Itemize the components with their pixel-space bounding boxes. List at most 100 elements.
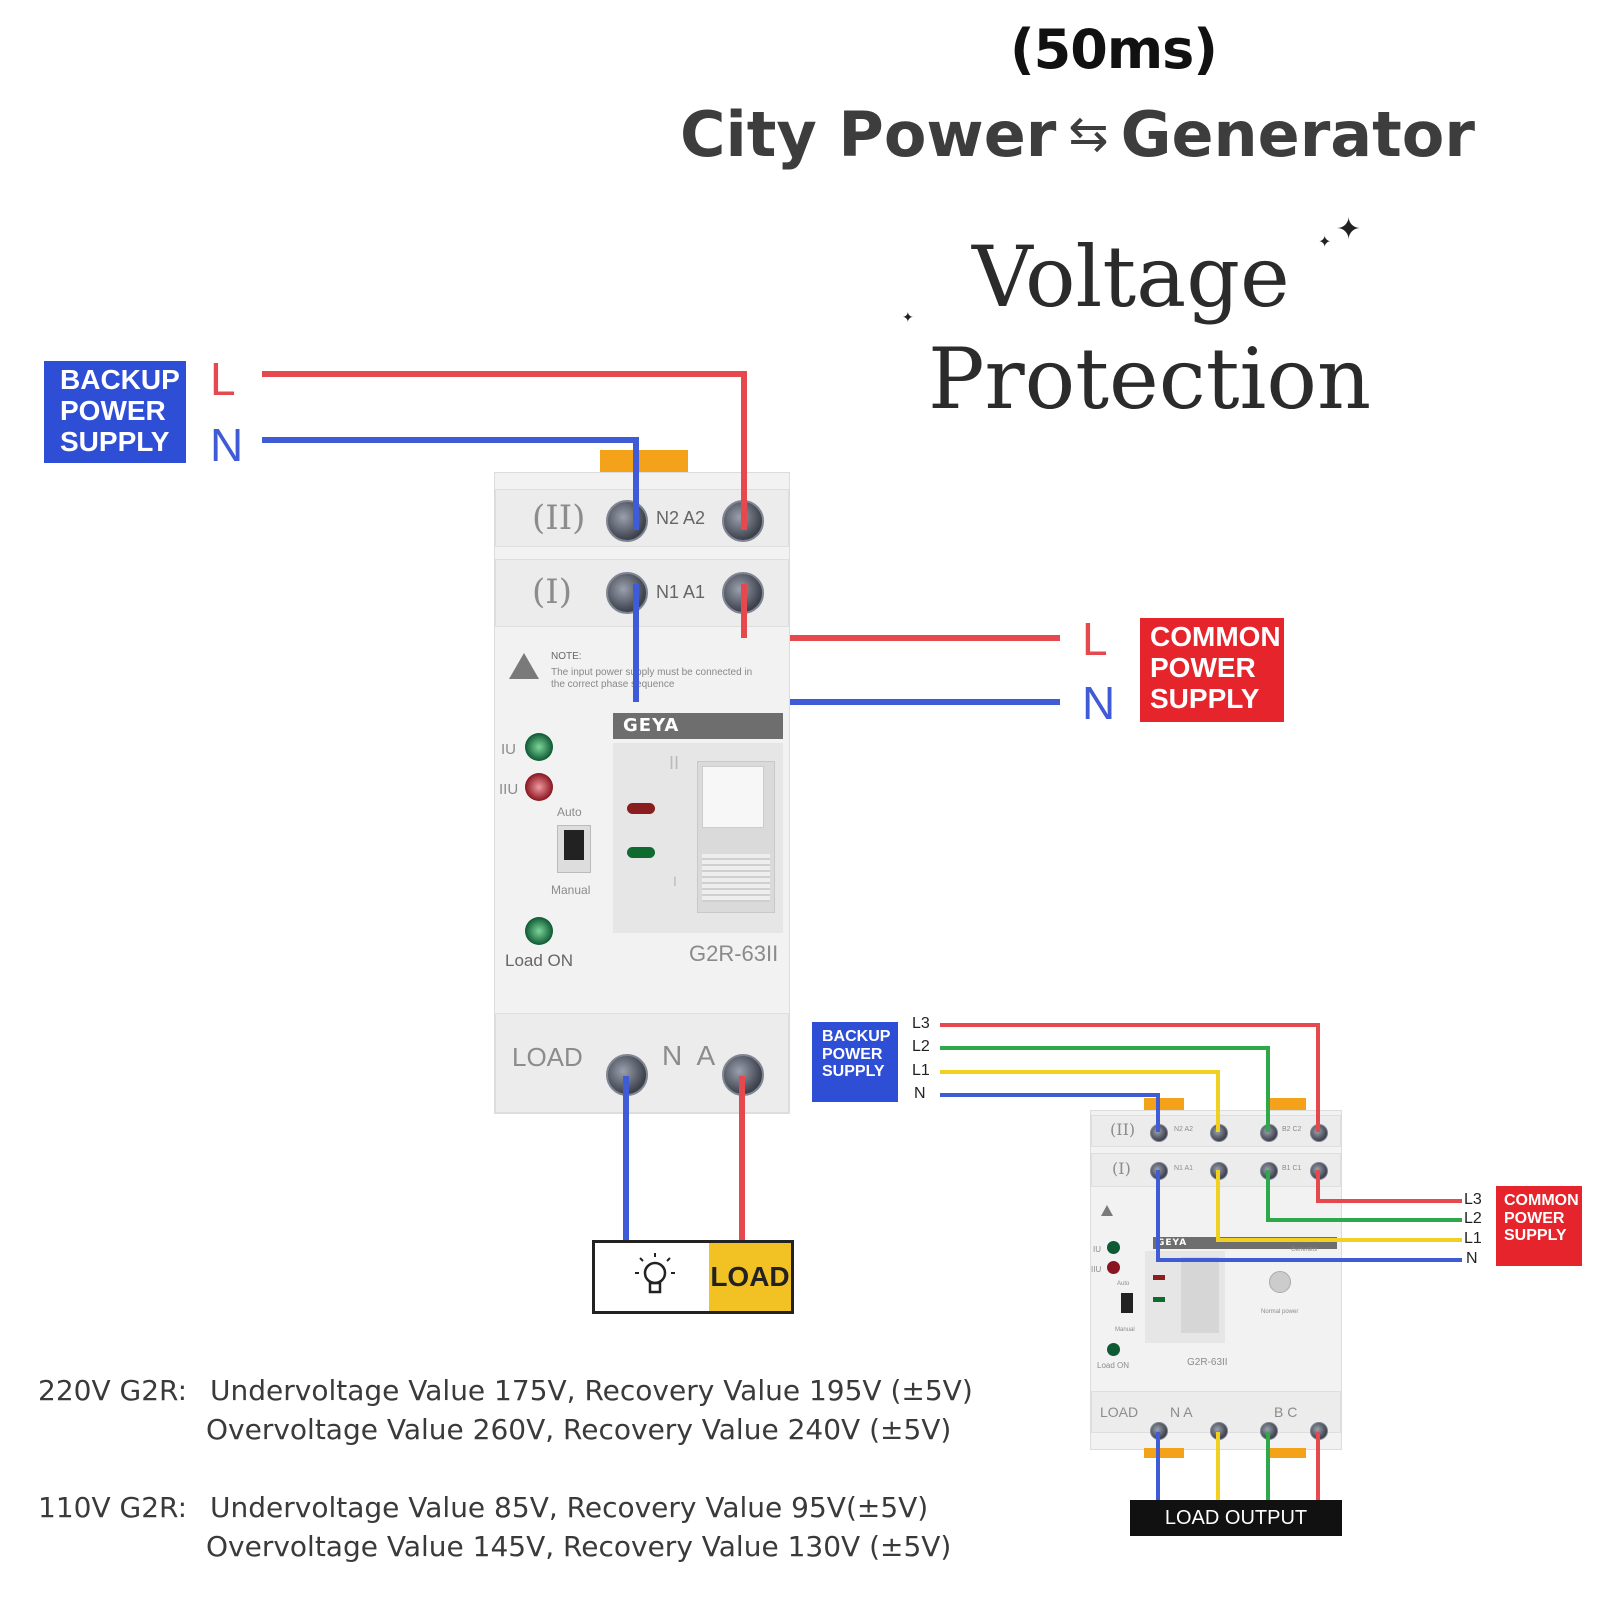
tp-terminal-C2[interactable] bbox=[1310, 1124, 1328, 1142]
terminal-load-A[interactable] bbox=[722, 1054, 764, 1096]
load-output-label: LOAD OUTPUT bbox=[1130, 1500, 1342, 1536]
tp-row1-terms-a: N1 A1 bbox=[1174, 1165, 1194, 1172]
tp-row1-mark: (I) bbox=[1112, 1159, 1131, 1178]
common-N-label: N bbox=[1082, 677, 1116, 729]
terminal-N2[interactable] bbox=[606, 500, 648, 542]
switch-handle[interactable] bbox=[697, 761, 775, 913]
indicator-2-led bbox=[525, 773, 553, 801]
tp-load-on-led bbox=[1107, 1343, 1120, 1356]
sparkle-icon: ✦ bbox=[1318, 232, 1332, 251]
din-clip bbox=[600, 450, 688, 472]
tp-din-clip-3 bbox=[1144, 1448, 1184, 1458]
tp-indicator-2-led bbox=[1107, 1261, 1120, 1274]
terminal-N1[interactable] bbox=[606, 572, 648, 614]
tp-din-clip-2 bbox=[1266, 1098, 1306, 1110]
model-label: G2R-63II bbox=[689, 941, 779, 966]
indicator-2-label: IIU bbox=[499, 781, 519, 798]
switch-time: (50ms) bbox=[1010, 18, 1218, 81]
load-row-label: LOAD bbox=[512, 1042, 583, 1072]
row1-terminal-labels: N1 A1 bbox=[656, 582, 706, 602]
tp-warning-icon bbox=[1101, 1205, 1113, 1216]
tp-row2-mark: (II) bbox=[1110, 1120, 1136, 1139]
warning-icon bbox=[509, 653, 539, 679]
auto-manual-switch[interactable] bbox=[557, 825, 591, 873]
load-row-terminal-labels: N A bbox=[662, 1040, 720, 1071]
tp-indicator-1-label: IU bbox=[1093, 1245, 1101, 1254]
terminal-A2[interactable] bbox=[722, 500, 764, 542]
load-on-label: Load ON bbox=[505, 951, 574, 970]
tp-terminal-load-N[interactable] bbox=[1150, 1422, 1168, 1440]
mode-manual-label: Manual bbox=[551, 883, 591, 897]
backup-power-supply-label: BACKUP POWER SUPPLY bbox=[44, 361, 186, 463]
backup-N-label: N bbox=[210, 419, 244, 471]
handle-mark-top: II bbox=[669, 753, 680, 773]
note-text-1: The input power supply must be connected… bbox=[551, 667, 753, 678]
tp-common-L1: L1 bbox=[1464, 1230, 1482, 1247]
tp-backup-L2: L2 bbox=[912, 1038, 930, 1055]
load-box: LOAD bbox=[592, 1240, 794, 1314]
status-bar-red bbox=[627, 803, 655, 814]
row2-mark: (II) bbox=[532, 498, 586, 538]
tp-transfer-switch-device: (II) N2 A2 B2 C2 (I) N1 A1 B1 C1 GEYA IU… bbox=[1090, 1110, 1342, 1450]
tp-common-power-supply-label: COMMON POWER SUPPLY bbox=[1496, 1186, 1582, 1266]
tp-backup-L1: L1 bbox=[912, 1062, 930, 1079]
tp-row2-terms-a: N2 A2 bbox=[1174, 1126, 1194, 1133]
tp-terminal-B2[interactable] bbox=[1260, 1124, 1278, 1142]
page-title: City Power⇆Generator bbox=[680, 98, 1475, 171]
subtitle-line2: Protection bbox=[928, 330, 1372, 428]
tp-terminal-C1[interactable] bbox=[1310, 1162, 1328, 1180]
tp-load-terms-a: N A bbox=[1170, 1404, 1193, 1420]
handle-panel: II I bbox=[613, 743, 783, 933]
terminal-A1[interactable] bbox=[722, 572, 764, 614]
title-left: City Power bbox=[680, 98, 1057, 171]
note-text-2: the correct phase sequence bbox=[551, 679, 675, 690]
swap-arrow-icon: ⇆ bbox=[1068, 106, 1109, 162]
status-bar-green bbox=[627, 847, 655, 858]
backup-L-label: L bbox=[210, 353, 236, 405]
tp-common-N: N bbox=[1466, 1250, 1478, 1267]
tp-load-on-label: Load ON bbox=[1097, 1361, 1130, 1370]
tp-din-clip-1 bbox=[1144, 1098, 1184, 1110]
tp-row2-terms-b: B2 C2 bbox=[1282, 1126, 1302, 1133]
tp-terminal-N2[interactable] bbox=[1150, 1124, 1168, 1142]
spec-220-model: 220V G2R: bbox=[38, 1374, 188, 1407]
mode-auto-label: Auto bbox=[557, 805, 582, 819]
tp-backup-power-supply-label: BACKUP POWER SUPPLY bbox=[812, 1022, 898, 1102]
tp-generator-icon bbox=[1269, 1271, 1291, 1293]
brand-logo: GEYA bbox=[613, 713, 783, 739]
tp-indicator-1-led bbox=[1107, 1241, 1120, 1254]
tp-common-L2: L2 bbox=[1464, 1210, 1482, 1227]
tp-status-green bbox=[1153, 1297, 1165, 1302]
tp-terminal-A1[interactable] bbox=[1210, 1162, 1228, 1180]
tp-load-terms-b: B C bbox=[1274, 1404, 1298, 1420]
load-on-led bbox=[525, 917, 553, 945]
tp-terminal-load-A[interactable] bbox=[1210, 1422, 1228, 1440]
tp-mode-manual: Manual bbox=[1115, 1327, 1135, 1333]
common-L-label: L bbox=[1082, 613, 1108, 665]
title-right: Generator bbox=[1120, 98, 1475, 171]
tp-terminal-A2[interactable] bbox=[1210, 1124, 1228, 1142]
tp-terminal-load-C[interactable] bbox=[1310, 1422, 1328, 1440]
tp-load-row-label: LOAD bbox=[1100, 1404, 1139, 1420]
subtitle-line1: Voltage bbox=[972, 228, 1290, 326]
row2-terminal-labels: N2 A2 bbox=[656, 508, 706, 528]
tp-row1-terms-b: B1 C1 bbox=[1282, 1165, 1302, 1172]
spec-220-line1: Undervoltage Value 175V, Recovery Value … bbox=[210, 1374, 973, 1407]
tp-indicator-2-label: IIU bbox=[1091, 1265, 1102, 1274]
tp-backup-N: N bbox=[914, 1085, 926, 1102]
sparkle-icon: ✦ bbox=[902, 310, 914, 326]
note-title: NOTE: bbox=[551, 651, 582, 662]
tp-auto-manual-switch[interactable] bbox=[1121, 1293, 1133, 1313]
spec-110-model: 110V G2R: bbox=[38, 1491, 188, 1524]
tp-terminal-load-B[interactable] bbox=[1260, 1422, 1278, 1440]
terminal-load-N[interactable] bbox=[606, 1054, 648, 1096]
row1-mark: (I) bbox=[532, 572, 572, 612]
spec-110-line2: Overvoltage Value 145V, Recovery Value 1… bbox=[206, 1530, 952, 1563]
tp-backup-L3: L3 bbox=[912, 1015, 930, 1032]
tp-switch-handle[interactable] bbox=[1181, 1257, 1219, 1333]
indicator-1-label: IU bbox=[501, 741, 516, 758]
tp-terminal-N1[interactable] bbox=[1150, 1162, 1168, 1180]
tp-model-label: G2R-63II bbox=[1187, 1357, 1228, 1368]
tp-terminal-B1[interactable] bbox=[1260, 1162, 1278, 1180]
load-label: LOAD bbox=[709, 1243, 791, 1311]
